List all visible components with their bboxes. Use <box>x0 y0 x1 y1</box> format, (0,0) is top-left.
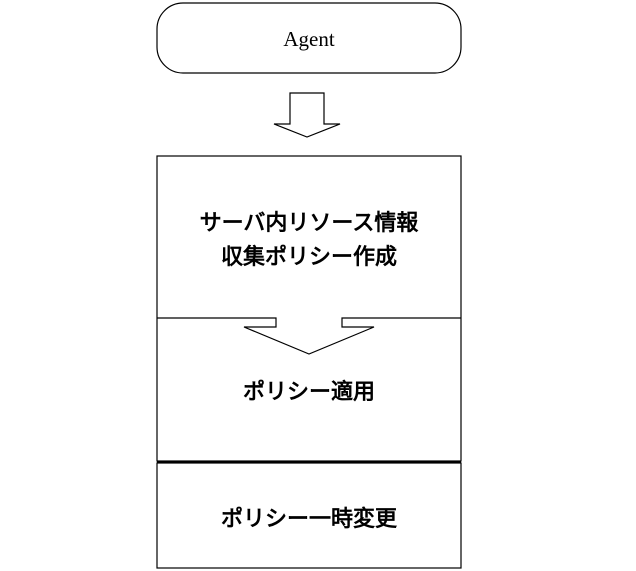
step-divider-arrow <box>157 317 461 355</box>
agent-box <box>156 2 462 74</box>
down-arrow-icon <box>273 92 341 138</box>
step-2-label: ポリシー適用 <box>243 379 375 405</box>
step-3-label: ポリシー一時変更 <box>221 506 398 532</box>
process-box-upper <box>156 155 462 462</box>
step-1-line-2: 収集ポリシー作成 <box>221 244 397 270</box>
agent-label: Agent <box>283 27 334 51</box>
step-1-line-1: サーバ内リソース情報 <box>200 210 420 236</box>
process-box-lower <box>156 462 462 569</box>
